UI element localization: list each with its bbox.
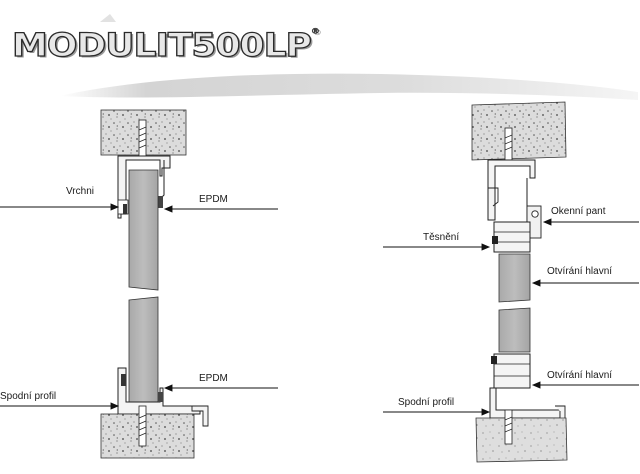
label-epdm-top: EPDM [199, 194, 228, 205]
label-vrchni: Vrchni [66, 186, 94, 197]
right-bottom-concrete [475, 417, 568, 463]
right-leader-lines [383, 218, 639, 416]
label-spodni-profil-left: Spodní profil [0, 391, 57, 402]
left-lower-pane [128, 296, 159, 403]
label-epdm-bottom: EPDM [199, 373, 228, 384]
right-top-concrete [471, 101, 567, 161]
left-bottom-concrete [100, 413, 195, 459]
right-top-profile [487, 159, 536, 221]
label-tesneni: Těsnění [423, 232, 460, 243]
right-upper-pane [498, 253, 531, 303]
label-okenni-pant: Okenní pant [551, 206, 606, 217]
right-bottom-profile [489, 387, 561, 419]
brand-logo: MODULIT500LP® [11, 26, 320, 64]
left-leader-lines [0, 203, 278, 410]
label-otvirani-hlavni-upper: Otvírání hlavní [547, 266, 613, 277]
left-upper-pane [128, 169, 159, 291]
trademark-mark: ® [310, 27, 320, 36]
brand-logo-text: MODULIT500LP [11, 26, 312, 64]
right-lower-pane [498, 307, 531, 353]
label-spodni-profil-right: Spodní profil [398, 397, 455, 408]
header-banner-shape [60, 73, 638, 100]
label-otvirani-hlavni-lower: Otvírání hlavní [547, 370, 613, 381]
